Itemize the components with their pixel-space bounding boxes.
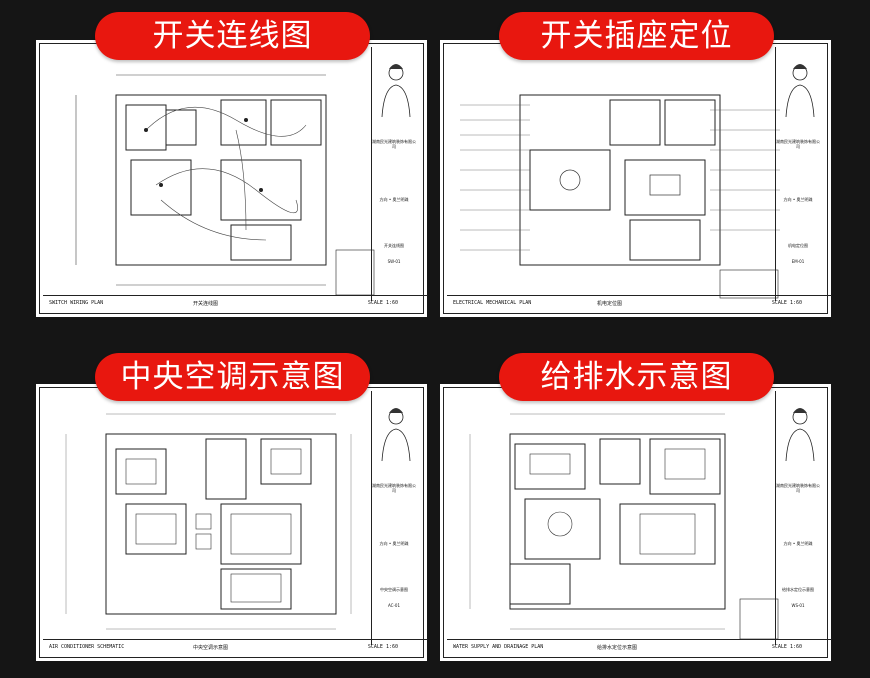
footer-code: WATER SUPPLY AND DRAINAGE PLAN [453, 644, 544, 650]
sheet-footer: SWITCH WIRING PLAN 开关连线图 SCALE 1:60 [43, 295, 428, 310]
company-name: 湖南民光建筑装饰有限公司 [776, 139, 820, 149]
floor-plan-drawing [460, 94, 780, 299]
title-block: 湖南民光建筑装饰有限公司 方向 • 奥兰明珠 开关连线图 SW-01 [371, 47, 420, 301]
sheet-footer: WATER SUPPLY AND DRAINAGE PLAN 给排水定位示意图 … [447, 639, 832, 654]
badge-switch-wiring[interactable]: 开关连线图 [95, 12, 370, 60]
footer-title: 中央空调示意图 [193, 645, 229, 651]
drawing-sheet: 湖南民光建筑装饰有限公司 方向 • 奥兰明珠 中央空调示意图 AC-01 AIR… [39, 387, 428, 658]
footer-scale: SCALE 1:60 [771, 644, 802, 650]
footer-title: 开关连线图 [193, 301, 219, 307]
title-block: 湖南民光建筑装饰有限公司 方向 • 奥兰明珠 中央空调示意图 AC-01 [371, 391, 420, 645]
sheet-number: EM-01 [791, 259, 805, 264]
badge-water-supply[interactable]: 给排水示意图 [499, 353, 774, 401]
title-block: 湖南民光建筑装饰有限公司 方向 • 奥兰明珠 机电定位图 EM-01 [775, 47, 824, 301]
floor-plan-drawing [75, 74, 375, 296]
project-name: 方向 • 奥兰明珠 [783, 541, 813, 546]
sheet-footer: AIR CONDITIONER SCHEMATIC 中央空调示意图 SCALE … [43, 639, 428, 654]
footer-code: AIR CONDITIONER SCHEMATIC [49, 644, 125, 650]
designer-portrait [785, 408, 815, 462]
project-name: 方向 • 奥兰明珠 [379, 541, 409, 546]
sheet-label: 机电定位图 [788, 243, 808, 248]
company-name: 湖南民光建筑装饰有限公司 [776, 483, 820, 493]
sheet-label: 中央空调示意图 [380, 587, 408, 592]
title-block: 湖南民光建筑装饰有限公司 方向 • 奥兰明珠 给排水定位示意图 WS-01 [775, 391, 824, 645]
designer-portrait [381, 408, 411, 462]
sheet-number: WS-01 [791, 603, 805, 608]
company-name: 湖南民光建筑装饰有限公司 [372, 483, 416, 493]
footer-scale: SCALE 1:60 [771, 300, 802, 306]
drawing-card-switch-wiring[interactable]: 湖南民光建筑装饰有限公司 方向 • 奥兰明珠 开关连线图 SW-01 SWITC… [36, 40, 428, 317]
badge-socket-position[interactable]: 开关插座定位 [499, 12, 774, 60]
sheet-label: 开关连线图 [384, 243, 404, 248]
floor-plan-drawing [65, 413, 352, 630]
project-name: 方向 • 奥兰明珠 [379, 197, 409, 202]
drawing-card-socket-position[interactable]: 湖南民光建筑装饰有限公司 方向 • 奥兰明珠 机电定位图 EM-01 ELECT… [440, 40, 832, 317]
sheet-footer: ELECTRICAL MECHANICAL PLAN 机电定位图 SCALE 1… [447, 295, 832, 310]
floor-plan-drawing [469, 413, 779, 640]
footer-code: SWITCH WIRING PLAN [49, 300, 104, 306]
sheet-number: SW-01 [387, 259, 401, 264]
company-name: 湖南民光建筑装饰有限公司 [372, 139, 416, 149]
footer-scale: SCALE 1:60 [367, 644, 398, 650]
sheet-number: AC-01 [388, 603, 400, 608]
drawing-sheet: 湖南民光建筑装饰有限公司 方向 • 奥兰明珠 给排水定位示意图 WS-01 WA… [443, 387, 832, 658]
footer-title: 给排水定位示意图 [597, 645, 638, 651]
sheet-label: 给排水定位示意图 [782, 587, 814, 592]
drawing-card-water-supply[interactable]: 湖南民光建筑装饰有限公司 方向 • 奥兰明珠 给排水定位示意图 WS-01 WA… [440, 384, 832, 661]
footer-code: ELECTRICAL MECHANICAL PLAN [453, 300, 532, 306]
drawing-sheet: 湖南民光建筑装饰有限公司 方向 • 奥兰明珠 机电定位图 EM-01 ELECT… [443, 43, 832, 314]
drawing-card-air-conditioning[interactable]: 湖南民光建筑装饰有限公司 方向 • 奥兰明珠 中央空调示意图 AC-01 AIR… [36, 384, 428, 661]
footer-title: 机电定位图 [597, 301, 623, 307]
designer-portrait [381, 64, 411, 118]
badge-air-conditioning[interactable]: 中央空调示意图 [95, 353, 370, 401]
project-name: 方向 • 奥兰明珠 [783, 197, 813, 202]
footer-scale: SCALE 1:60 [367, 300, 398, 306]
designer-portrait [785, 64, 815, 118]
drawing-sheet: 湖南民光建筑装饰有限公司 方向 • 奥兰明珠 开关连线图 SW-01 SWITC… [39, 43, 428, 314]
